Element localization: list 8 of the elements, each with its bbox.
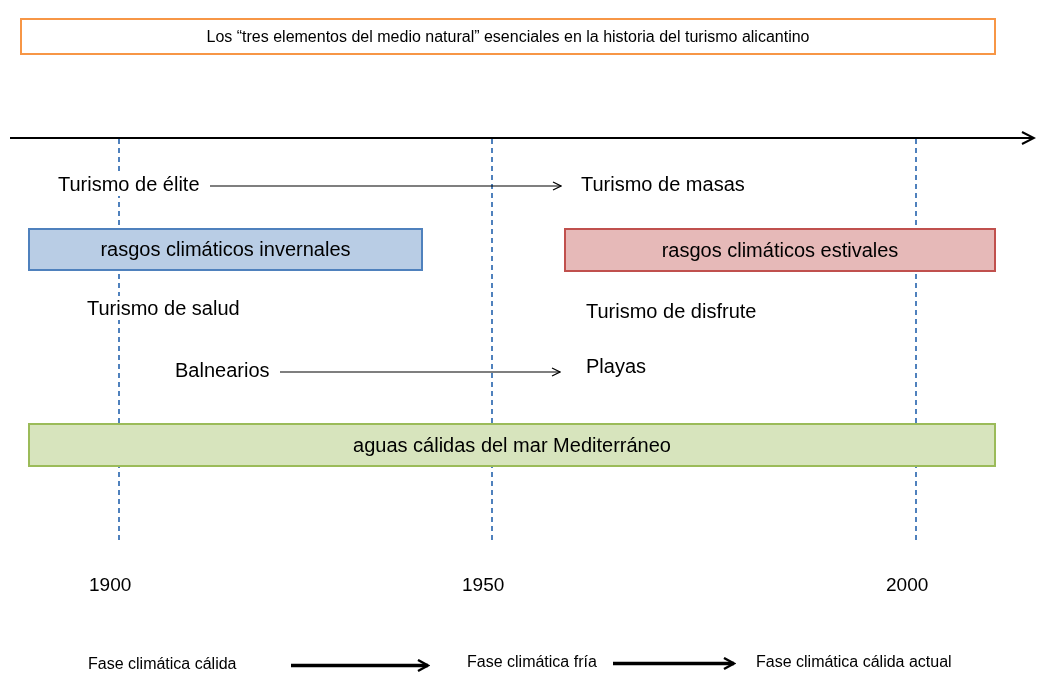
arrow — [291, 658, 430, 673]
arrow — [209, 181, 562, 191]
period-bar: aguas cálidas del mar Mediterráneo — [28, 423, 996, 467]
arrow — [613, 656, 736, 671]
period-bar: rasgos climáticos invernales — [28, 228, 423, 271]
arrow — [279, 367, 561, 377]
period-bar: rasgos climáticos estivales — [564, 228, 996, 272]
title-box: Los “tres elementos del medio natural” esenciales en la historia del turismo alicantino — [20, 18, 996, 55]
